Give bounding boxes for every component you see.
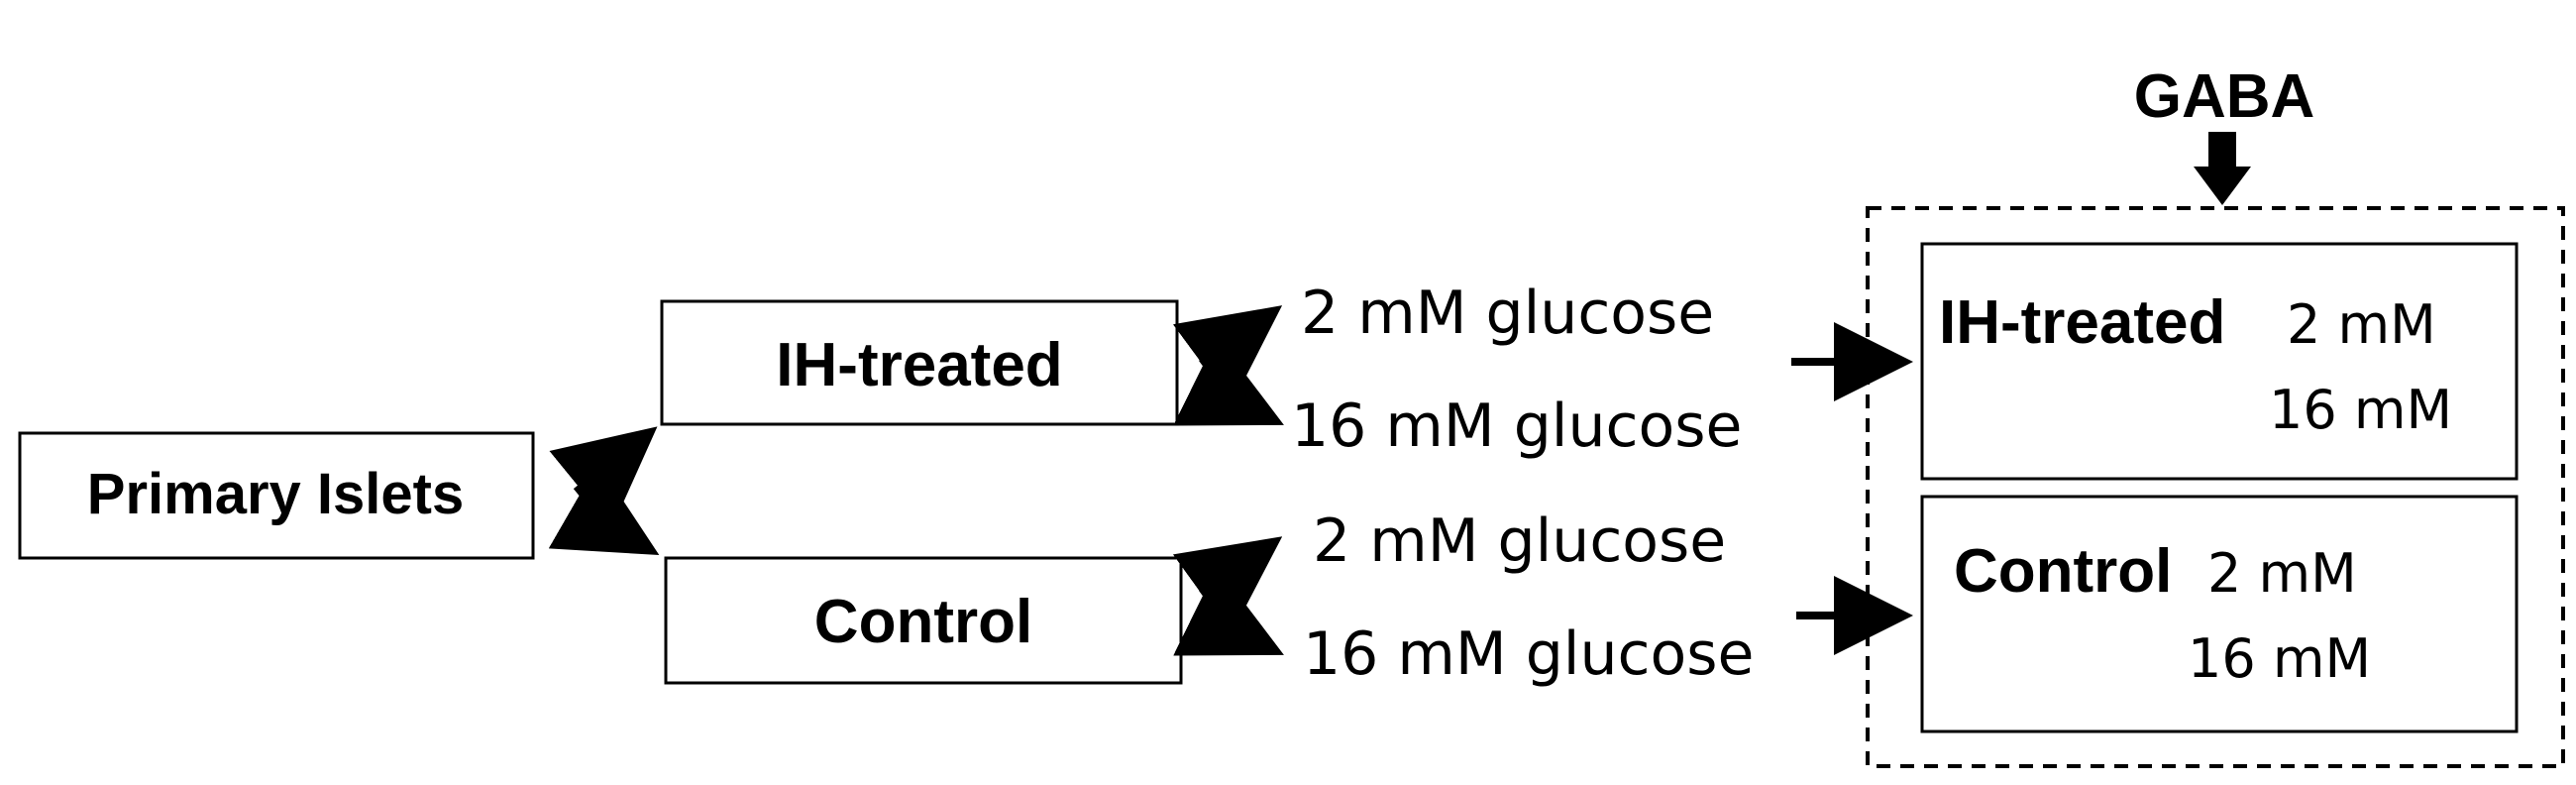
ih-condition-16mm: 16 mM glucose [1291,392,1742,461]
gaba-ih-treated-node: IH-treated 2 mM 16 mM [1920,242,2519,481]
control-label: Control [814,588,1032,656]
primary-islets-label: Primary Islets [87,462,464,526]
control-condition-16mm: 16 mM glucose [1303,619,1754,689]
gaba-ih-treated-label: IH-treated [1939,288,2225,357]
ih-treated-node: IH-treated [660,299,1179,426]
gaba-ih-dose-16mm: 16 mM [2269,379,2452,441]
gaba-control-dose-2mm: 2 mM [2207,542,2357,605]
arrow-control-2mm [1172,536,1283,635]
ih-condition-2mm: 2 mM glucose [1301,279,1714,348]
gaba-control-label: Control [1954,537,2172,606]
arrow-to-ih-treated [549,426,658,528]
source-branch-arrows [548,426,660,555]
arrow-to-control [548,462,660,555]
ih-treated-label: IH-treated [776,331,1062,399]
gaba-treatment-region [1866,206,2565,768]
arrow-ih-16mm [1173,336,1284,426]
gaba-ih-dose-2mm: 2 mM [2287,293,2436,356]
arrow-ih-2mm [1172,305,1283,404]
control-node: Control [664,556,1183,685]
ih-treated-branch-arrows [1172,305,1284,426]
gaba-entry-arrows [1791,322,1913,655]
gaba-control-dose-16mm: 16 mM [2188,627,2371,690]
primary-islets-node: Primary Islets [18,431,535,560]
gaba-control-node: Control 2 mM 16 mM [1920,495,2519,733]
control-branch-arrows [1172,536,1284,656]
gaba-arrow [2194,132,2251,205]
arrow-control-16mm [1173,566,1284,656]
gaba-label: GABA [2134,62,2315,131]
control-condition-2mm: 2 mM glucose [1313,506,1726,576]
